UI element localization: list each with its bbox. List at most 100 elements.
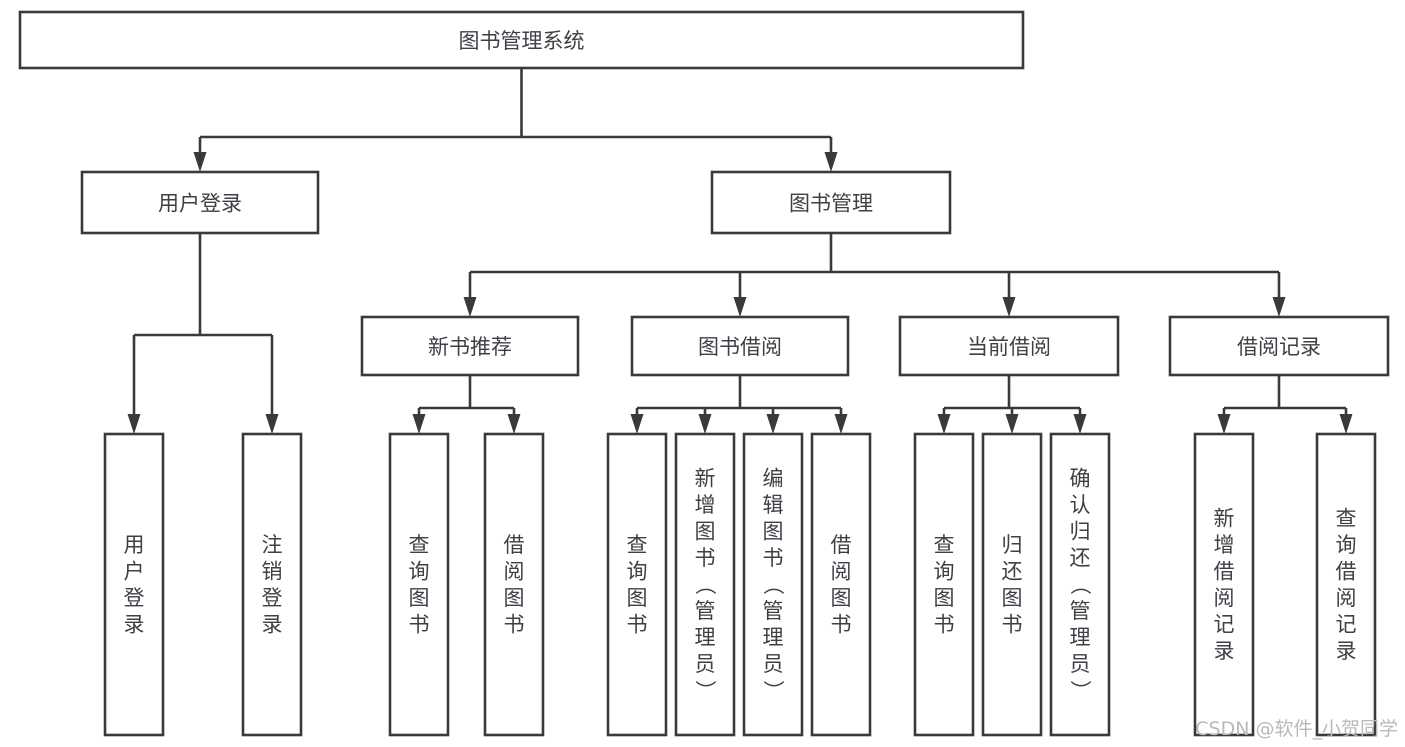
label-char: 员 [763, 652, 784, 676]
node-book-manage[interactable]: 图书管理 [710, 170, 952, 235]
node-box-fn-borrow-do[interactable] [810, 432, 872, 737]
label-char: 记 [1214, 612, 1235, 636]
label-char: 询 [934, 559, 955, 583]
node-label-fn-user-login: 用户登录 [124, 533, 145, 637]
node-box-fn-borrow-query[interactable] [606, 432, 668, 737]
label-char: 图 [627, 586, 648, 610]
label-char: 登 [262, 586, 283, 610]
node-box-fn-borrow-add[interactable] [674, 432, 736, 737]
label-char: 图 [934, 586, 955, 610]
label-char: 管 [695, 599, 716, 623]
node-label-borrow-record: 借阅记录 [1237, 335, 1321, 359]
node-box-current-borrow[interactable] [898, 315, 1120, 377]
node-box-borrow-record[interactable] [1168, 315, 1390, 377]
node-box-fn-rec-add[interactable] [1193, 432, 1255, 737]
nodes-layer: 图书管理系统用户登录图书管理新书推荐图书借阅当前借阅借阅记录用户登录注销登录查询… [18, 10, 1390, 737]
node-book-borrow[interactable]: 图书借阅 [630, 315, 850, 377]
node-user-login[interactable]: 用户登录 [80, 170, 320, 235]
node-box-fn-user-login[interactable] [103, 432, 165, 737]
node-box-new-book-rec[interactable] [360, 315, 580, 377]
node-box-fn-rec-borrow[interactable] [483, 432, 545, 737]
label-char: （ [1068, 574, 1092, 595]
label-char: 阅 [831, 559, 852, 583]
label-char: 辑 [763, 493, 784, 517]
label-char: 询 [627, 559, 648, 583]
connector-group-borrow-record [1217, 375, 1353, 434]
label-char: ） [761, 680, 785, 701]
connector-group-book-borrow [630, 375, 848, 434]
label-char: 员 [695, 652, 716, 676]
label-char: 书 [627, 612, 648, 636]
node-label-book-manage: 图书管理 [789, 192, 873, 216]
node-box-fn-rec-query[interactable] [388, 432, 450, 737]
label-char: 还 [1002, 559, 1023, 583]
label-char: 户 [124, 559, 145, 583]
node-new-book-rec[interactable]: 新书推荐 [360, 315, 580, 377]
node-fn-user-login[interactable]: 用户登录 [103, 432, 165, 737]
node-box-fn-cur-query[interactable] [913, 432, 975, 737]
label-char: 图 [1002, 586, 1023, 610]
label-char: 销 [262, 559, 283, 583]
connector-group-user-login [127, 233, 279, 434]
node-box-book-borrow[interactable] [630, 315, 850, 377]
label-char: 编 [763, 467, 784, 491]
node-box-root[interactable] [18, 10, 1025, 70]
label-char: 阅 [1214, 586, 1235, 610]
label-char: 查 [1336, 506, 1357, 530]
label-char: 书 [934, 612, 955, 636]
label-char: （ [761, 574, 785, 595]
node-box-fn-cur-confirm[interactable] [1049, 432, 1111, 737]
label-char: 阅 [504, 559, 525, 583]
connectors-layer [127, 68, 1353, 434]
node-box-fn-borrow-edit[interactable] [742, 432, 804, 737]
node-box-book-manage[interactable] [710, 170, 952, 235]
label-char: 注 [262, 533, 283, 557]
label-char: 归 [1002, 533, 1023, 557]
csdn-watermark: CSDN @软件_小贺同学 [1195, 718, 1398, 740]
node-borrow-record[interactable]: 借阅记录 [1168, 315, 1390, 377]
label-char: 书 [695, 546, 716, 570]
label-char: 理 [695, 626, 716, 650]
label-char: 书 [409, 612, 430, 636]
node-current-borrow[interactable]: 当前借阅 [898, 315, 1120, 377]
node-box-fn-user-logout[interactable] [241, 432, 303, 737]
label-char: 书 [763, 546, 784, 570]
label-char: 图 [695, 520, 716, 544]
label-char: 查 [409, 533, 430, 557]
label-char: 借 [1214, 559, 1235, 583]
node-box-fn-cur-return[interactable] [981, 432, 1043, 737]
node-root[interactable]: 图书管理系统 [18, 10, 1025, 70]
node-box-fn-rec-search[interactable] [1315, 432, 1377, 737]
label-char: 图 [831, 586, 852, 610]
label-char: 查 [934, 533, 955, 557]
label-char: 录 [1214, 639, 1235, 663]
label-char: 新 [695, 467, 716, 491]
node-label-root: 图书管理系统 [459, 29, 585, 53]
label-char: 询 [409, 559, 430, 583]
node-box-user-login[interactable] [80, 170, 320, 235]
connector-group-current-borrow [937, 375, 1087, 434]
node-label-new-book-rec: 新书推荐 [428, 335, 512, 359]
label-char: 用 [124, 533, 145, 557]
